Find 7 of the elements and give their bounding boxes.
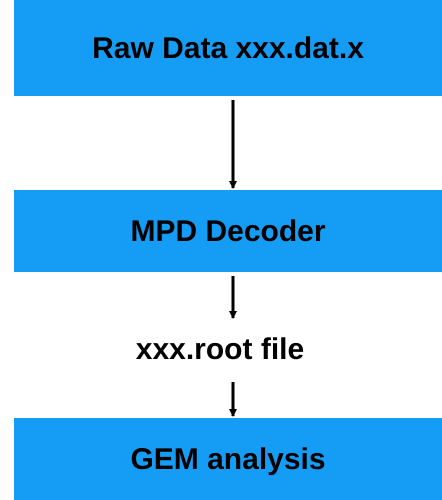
process-box: GEM analysis [14,418,442,500]
arrow [229,100,237,189]
process-box: Raw Data xxx.dat.x [14,0,442,96]
process-box: MPD Decoder [14,190,442,272]
data-label: xxx.root file [90,320,350,378]
arrow [229,382,237,417]
arrow [229,276,237,319]
